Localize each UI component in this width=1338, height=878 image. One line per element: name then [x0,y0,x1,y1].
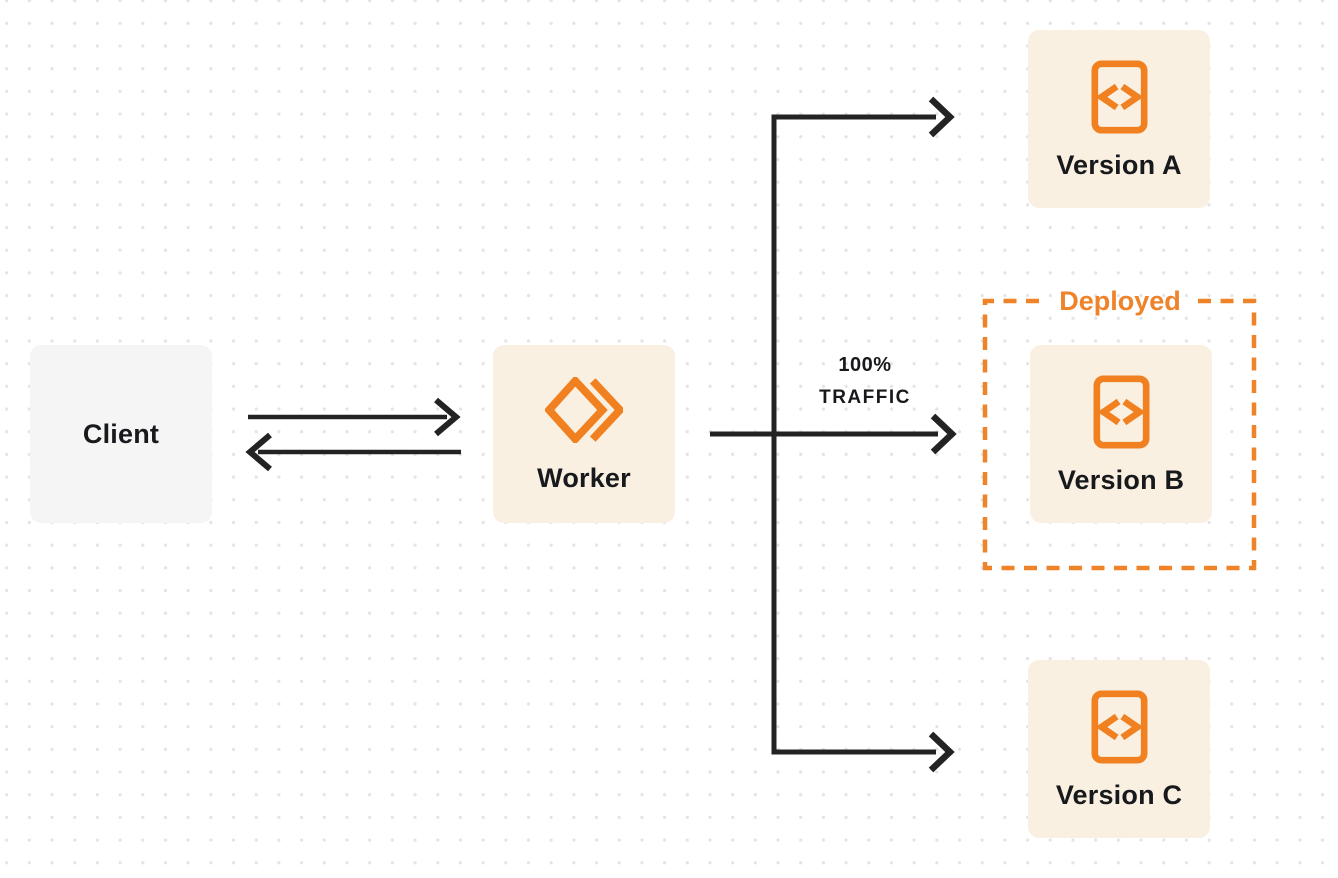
workers-logo-icon [545,376,623,443]
version-a-label: Version A [1056,149,1182,180]
version-b-node: Version B [1030,345,1212,523]
traffic-label: 100% TRAFFIC [795,349,935,414]
version-b-label: Version B [1057,464,1185,495]
arrow-worker-to-version-b [930,413,957,455]
arrow-worker-to-version-a [928,96,955,138]
traffic-percentage: 100% [838,354,892,376]
arrow-client-to-worker [248,397,461,437]
version-c-node: Version C [1028,660,1210,838]
client-label: Client [82,418,160,449]
code-file-icon [1091,689,1147,764]
arrow-worker-to-version-c [928,731,955,773]
worker-node: Worker [493,345,675,523]
deployed-label: Deployed [1059,286,1181,316]
branch-trunk-line [710,114,938,755]
arrow-worker-to-client [245,432,461,472]
code-file-icon [1093,374,1149,449]
version-c-label: Version C [1055,779,1183,810]
worker-label: Worker [537,462,631,493]
client-node: Client [30,345,212,523]
code-file-icon [1091,59,1147,134]
version-a-node: Version A [1028,30,1210,208]
traffic-word: TRAFFIC [819,387,911,408]
